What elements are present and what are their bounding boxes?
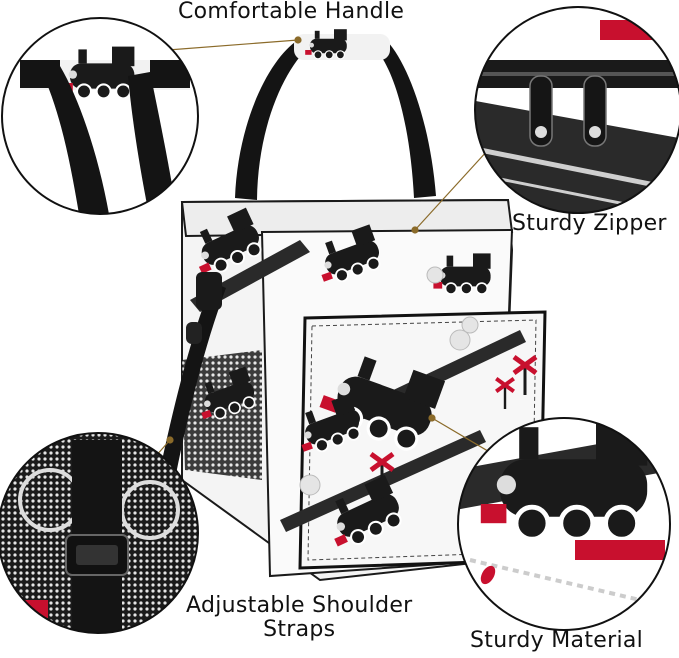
zipper-pull-icon	[529, 75, 607, 147]
strap-buckle-icon	[196, 272, 222, 310]
label-sturdy-zipper: Sturdy Zipper	[512, 211, 667, 236]
detail-circle-zipper	[474, 6, 679, 214]
detail-circle-handle	[1, 17, 199, 215]
callout-lines	[87, 36, 521, 534]
label-adjustable-straps: Adjustable Shoulder Straps	[186, 593, 413, 643]
label-sturdy-material: Sturdy Material	[470, 628, 644, 653]
detail-circle-material	[457, 417, 671, 631]
detail-circle-straps	[0, 432, 199, 634]
label-straps-line1: Adjustable Shoulder	[186, 593, 413, 618]
label-straps-line2: Straps	[263, 617, 336, 643]
label-comfortable-handle: Comfortable Handle	[178, 0, 405, 24]
